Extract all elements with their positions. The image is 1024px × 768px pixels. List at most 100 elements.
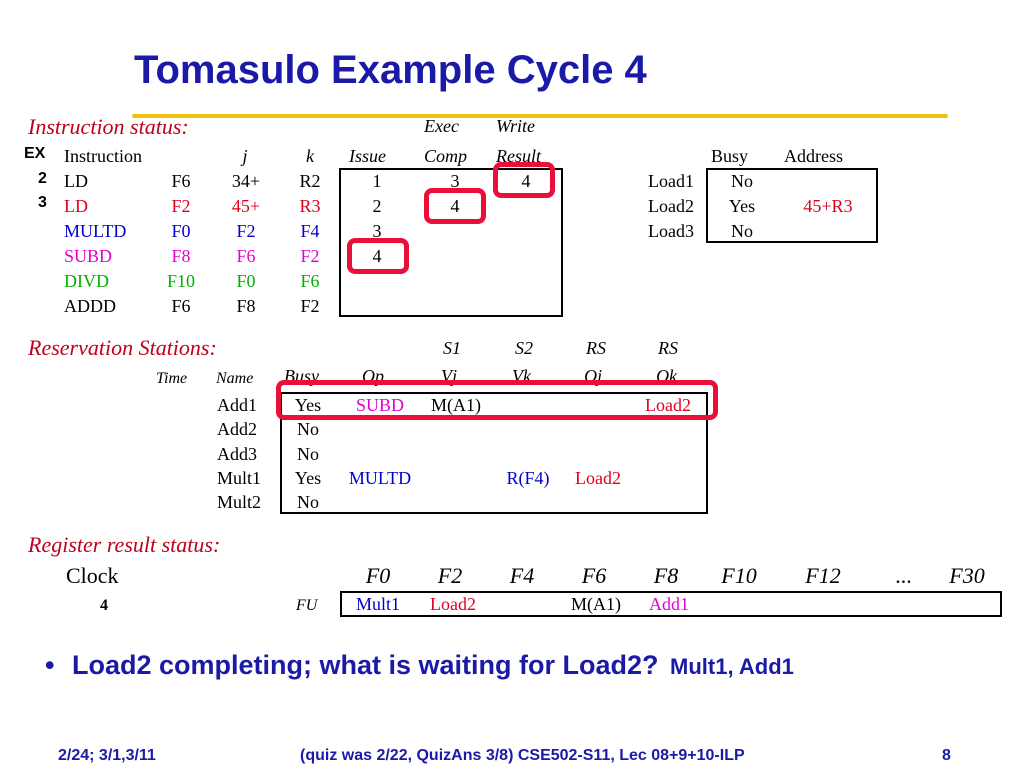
reservation-stations-table (280, 392, 708, 514)
instr-op: ADDD (64, 296, 116, 316)
reg-fu: Mult1 (355, 594, 400, 614)
bullet-text: • Load2 completing; what is waiting for … (45, 650, 794, 681)
bullet-symbol: • (45, 650, 55, 680)
highlight-write-ld1 (493, 162, 555, 198)
instr-j: 45+ (231, 196, 261, 216)
rs-vk: R(F4) (506, 468, 550, 488)
instr-issue: 1 (372, 171, 382, 191)
clock-value: 4 (100, 597, 108, 614)
register-status-label: Register result status: (28, 532, 221, 557)
rs-name: Mult1 (217, 468, 262, 488)
instr-write: 4 (521, 171, 531, 191)
reg-header: F2 (437, 563, 463, 588)
instr-k: R3 (299, 196, 321, 216)
slide-title: Tomasulo Example Cycle 4 (134, 48, 647, 92)
instr-dst: F0 (171, 221, 191, 241)
load-busy: No (731, 221, 753, 241)
bullet-question: Load2 completing; what is waiting for Lo… (71, 650, 659, 680)
rs-op: SUBD (355, 395, 404, 415)
rs-busy: Yes (294, 468, 322, 488)
instr-dst: F6 (171, 296, 191, 316)
instr-issue: 3 (372, 221, 382, 241)
instr-issue: 4 (372, 246, 382, 266)
reg-header: F8 (653, 563, 679, 588)
hdr-s1: S1 (443, 338, 461, 358)
rs-busy: No (297, 492, 319, 512)
col-instruction: Instruction (64, 146, 142, 166)
rs-name: Add2 (217, 419, 257, 439)
instr-dst: F2 (171, 196, 191, 216)
instr-k: F2 (300, 296, 320, 316)
instr-op: SUBD (64, 246, 113, 266)
footer-date: 2/24; 3/1,3/11 (58, 747, 156, 764)
col-issue: Issue (349, 146, 386, 166)
instr-comp: 3 (450, 171, 460, 191)
ex-row-3: 3 (38, 194, 47, 211)
rs-qk: Load2 (645, 395, 691, 415)
instr-op: LD (64, 196, 88, 216)
hdr-rs1: RS (586, 338, 606, 358)
load-name: Load1 (648, 171, 694, 191)
instr-comp: 4 (450, 196, 460, 216)
footer-page-number: 8 (942, 747, 951, 764)
footer-course: (quiz was 2/22, QuizAns 3/8) CSE502-S11,… (300, 747, 745, 764)
load-buffers-table (706, 168, 878, 243)
reg-fu: Load2 (430, 594, 476, 614)
hdr-rs2: RS (658, 338, 678, 358)
clock-label: Clock (66, 563, 119, 588)
rs-busy: Yes (294, 395, 322, 415)
instr-k: F2 (300, 246, 320, 266)
instr-j: 34+ (231, 171, 261, 191)
rs-vj: M(A1) (431, 395, 481, 415)
instr-j: F2 (236, 221, 256, 241)
highlight-issue-subd (347, 238, 409, 274)
instr-k: R2 (299, 171, 321, 191)
instr-j: F0 (236, 271, 256, 291)
reg-header: F4 (509, 563, 535, 588)
col-result: Result (496, 146, 541, 166)
instr-op: LD (64, 171, 88, 191)
bullet-answer: Mult1, Add1 (670, 654, 794, 679)
rs-name: Mult2 (217, 492, 262, 512)
rs-busy: No (297, 419, 319, 439)
reg-header: F0 (365, 563, 391, 588)
hdr-write: Write (496, 116, 535, 136)
instr-op: DIVD (64, 271, 109, 291)
instr-issue: 2 (372, 196, 382, 216)
instr-dst: F8 (171, 246, 191, 266)
instr-j: F6 (236, 246, 256, 266)
rs-qj: Load2 (575, 468, 621, 488)
reg-header: F10 (721, 563, 757, 588)
highlight-add1-row (276, 380, 718, 420)
rs-busy: No (297, 444, 319, 464)
load-address: 45+R3 (803, 196, 853, 216)
instr-k: F4 (300, 221, 320, 241)
load-name: Load3 (648, 221, 694, 241)
reg-fu: Add1 (649, 594, 689, 614)
rs-op: MULTD (348, 468, 412, 488)
ex-row-2: 2 (38, 170, 47, 187)
instr-op: MULTD (64, 221, 127, 241)
reservation-stations-label: Reservation Stations: (28, 335, 217, 360)
reg-header: F30 (949, 563, 985, 588)
hdr-time: Time (156, 370, 188, 387)
load-name: Load2 (648, 196, 694, 216)
hdr-address: Address (784, 146, 843, 166)
instr-dst: F6 (171, 171, 191, 191)
highlight-comp-ld2 (424, 188, 486, 224)
hdr-busy: Busy (711, 146, 749, 166)
instruction-status-label: Instruction status: (28, 114, 189, 139)
load-busy: No (731, 171, 753, 191)
instr-j: F8 (236, 296, 256, 316)
col-comp: Comp (424, 146, 468, 166)
register-status-table (340, 591, 1002, 617)
hdr-name: Name (216, 370, 254, 387)
title-rule (132, 114, 948, 118)
rs-name: Add3 (217, 444, 257, 464)
ex-label: EX (24, 145, 46, 162)
rs-name: Add1 (217, 395, 257, 415)
hdr-s2: S2 (515, 338, 533, 358)
instr-dst: F10 (166, 271, 195, 291)
reg-fu: M(A1) (571, 594, 621, 614)
reg-header: F6 (581, 563, 607, 588)
